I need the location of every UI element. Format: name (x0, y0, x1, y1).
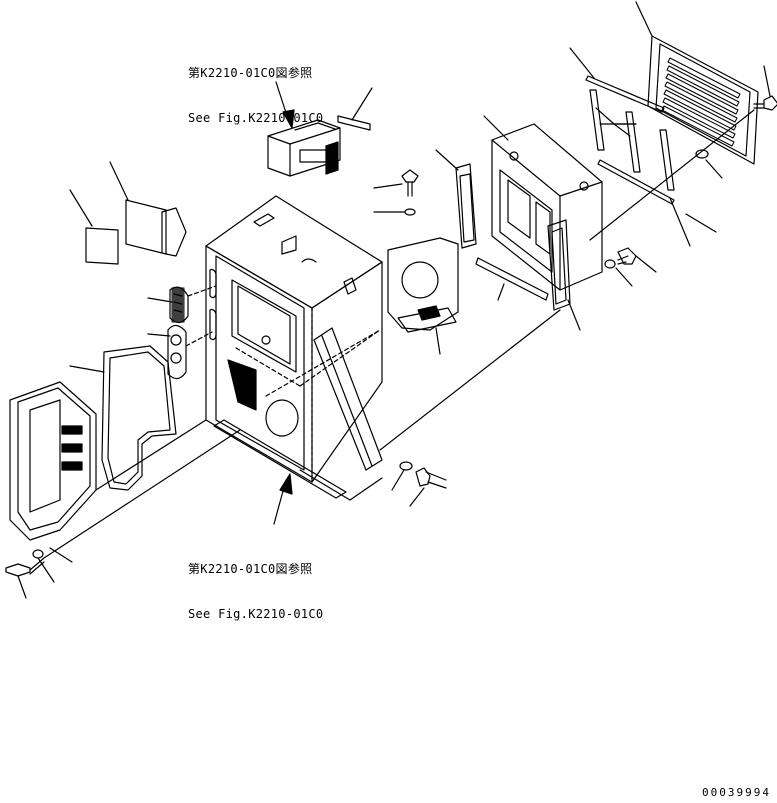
bolt-upper-right (590, 66, 777, 240)
lamp-socket (148, 286, 216, 323)
document-number: 00039994 (702, 786, 771, 799)
reference-note-bottom-jp: 第K2210-01C0図参照 (188, 562, 313, 576)
connector-part (268, 120, 340, 176)
reference-note-bottom: 第K2210-01C0図参照 See Fig.K2210-01C0 (188, 532, 323, 637)
reference-arrow-top (276, 82, 294, 128)
bottom-seal-strip (476, 258, 548, 300)
small-sticker-left (70, 190, 118, 264)
seal-strips-panel (570, 48, 716, 246)
bolt-lower-left (6, 430, 240, 598)
reference-arrow-bottom (274, 474, 292, 524)
vertical-strip-right (548, 220, 580, 330)
bracket-plate-left (110, 162, 186, 256)
vertical-strip-left (436, 150, 476, 248)
side-cover-lower-left (10, 382, 206, 540)
bolt-right-lower (605, 248, 656, 286)
bolt-washer-upper (374, 170, 418, 215)
reference-note-bottom-en: See Fig.K2210-01C0 (188, 607, 324, 621)
bolt-washer-lower (380, 310, 560, 506)
washer-right (696, 150, 722, 178)
mounting-bracket-center (388, 238, 458, 354)
gasket-seal (70, 346, 176, 490)
reference-note-top-en: See Fig.K2210-01C0 (188, 111, 324, 125)
reference-note-top-jp: 第K2210-01C0図参照 (188, 66, 313, 80)
louvered-cover (636, 2, 758, 164)
reference-note-top: 第K2210-01C0図参照 See Fig.K2210-01C0 (188, 36, 323, 141)
label-strip (338, 88, 372, 130)
switch-plate (148, 325, 212, 378)
main-box-frame (206, 196, 382, 500)
panel-frame (484, 116, 602, 290)
